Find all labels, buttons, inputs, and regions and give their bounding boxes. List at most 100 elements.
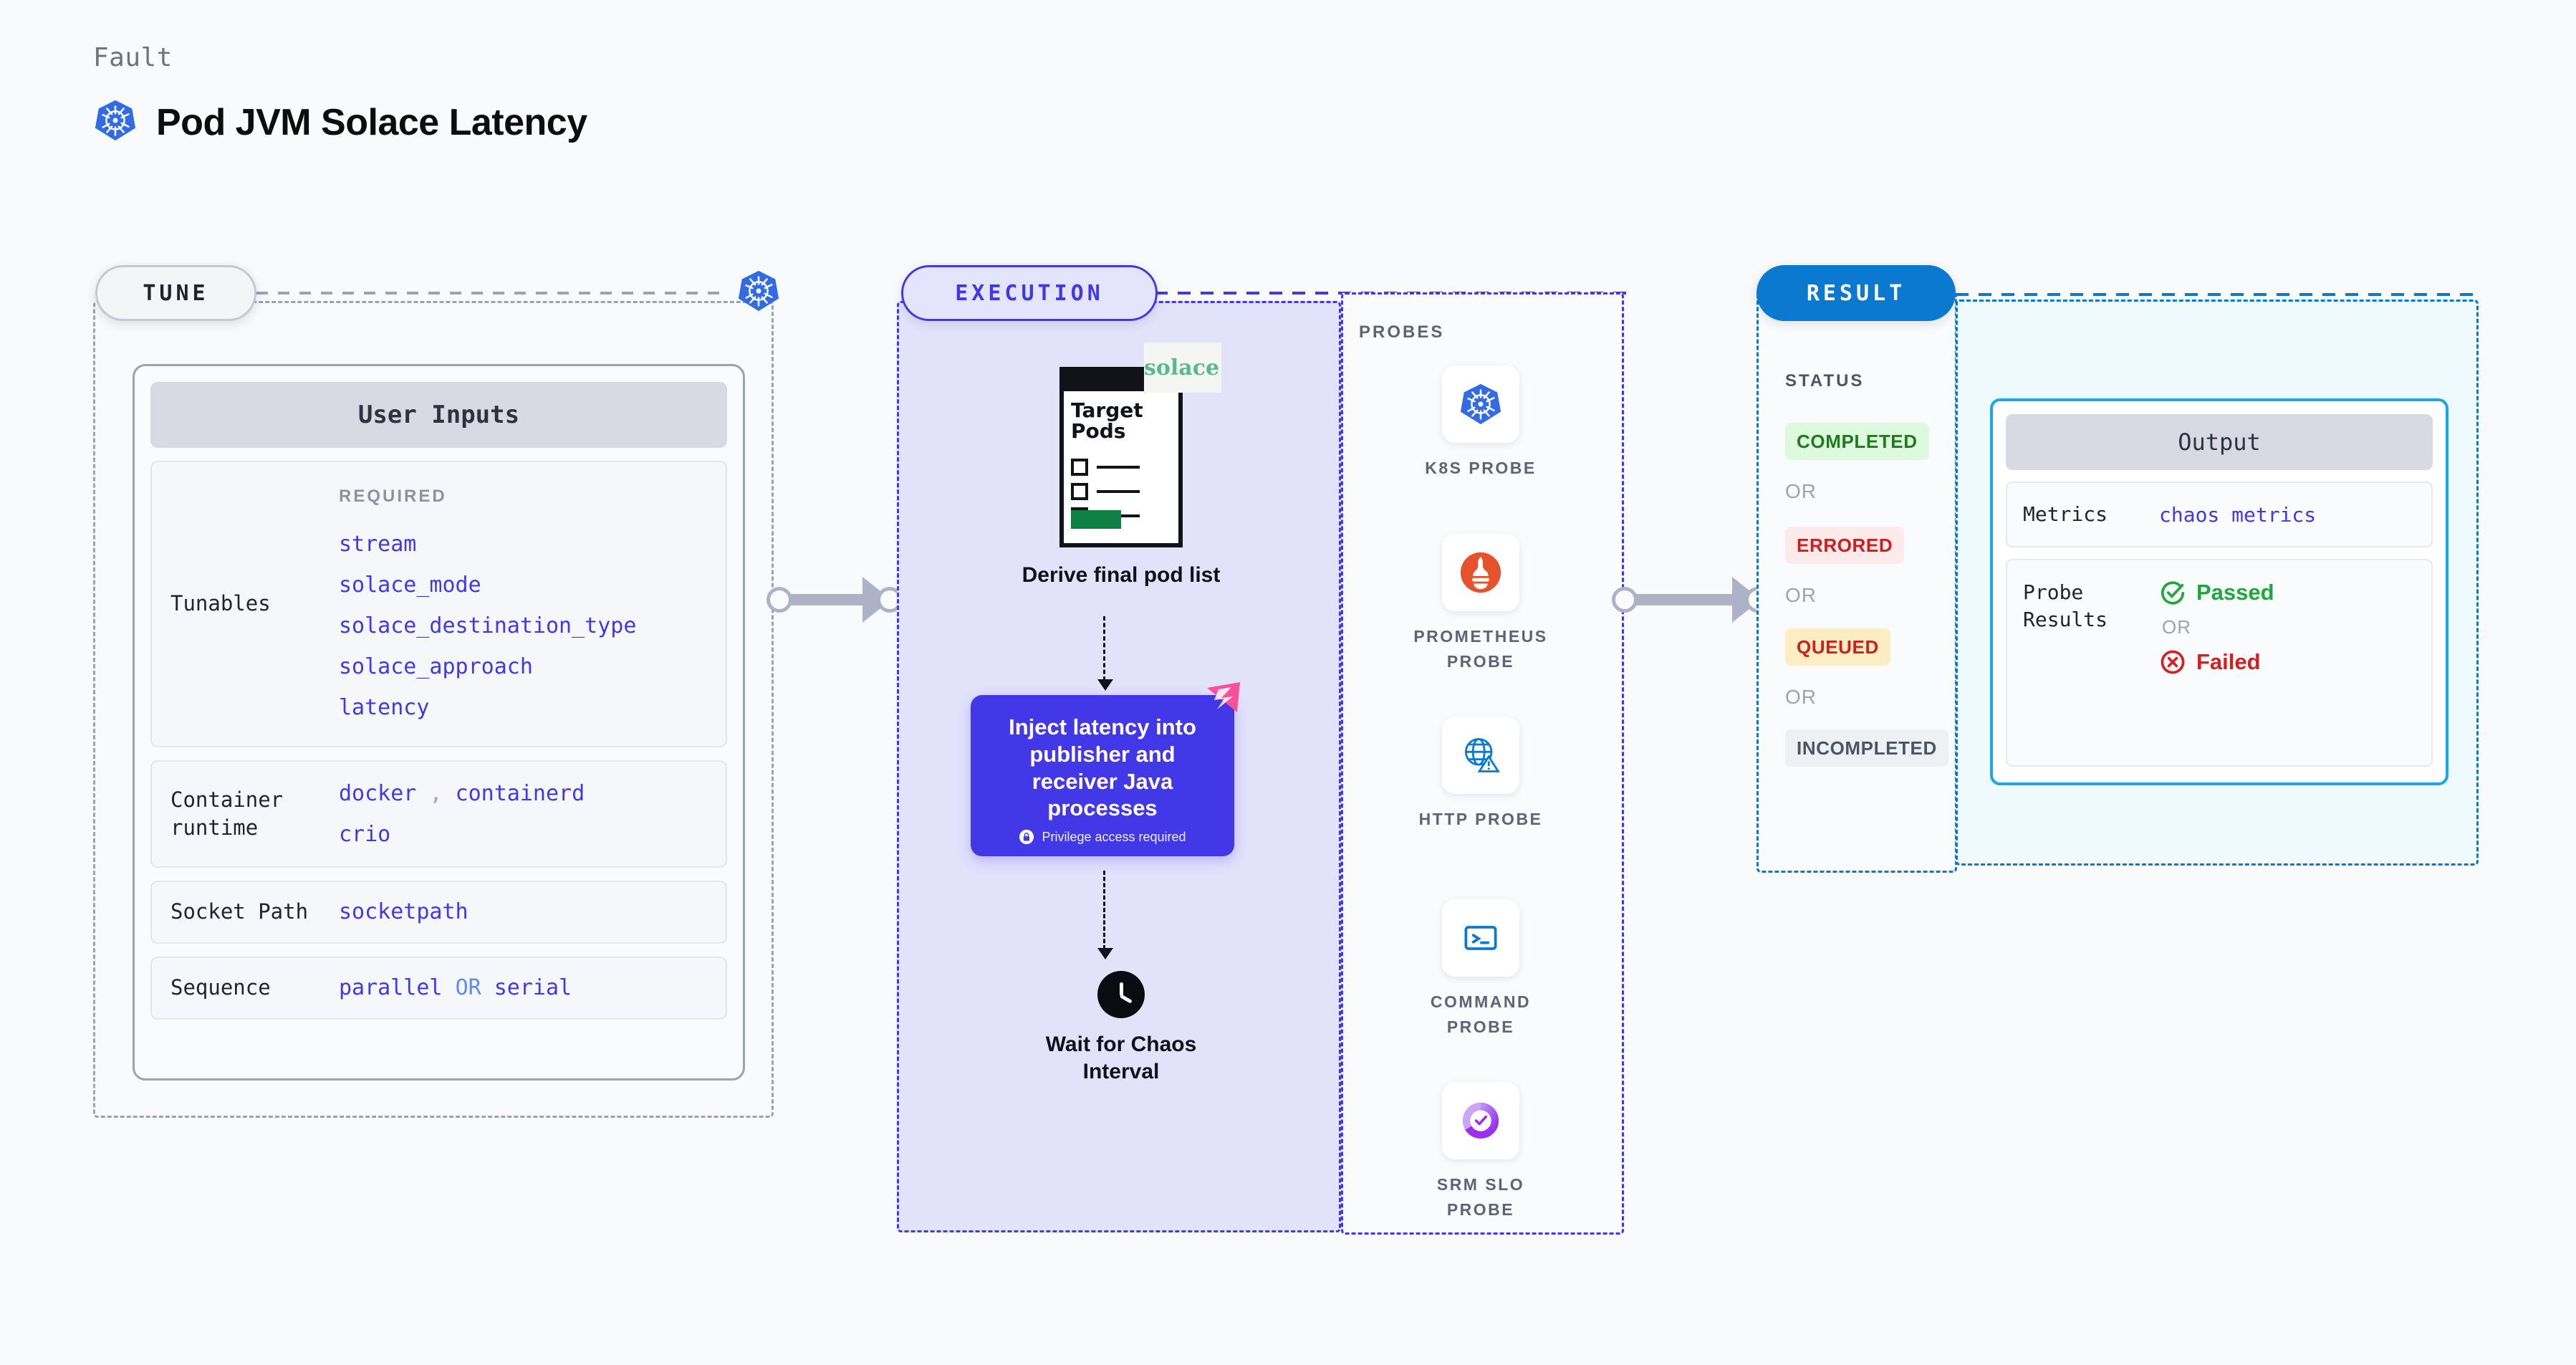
probe-results-label-text: Probe Results	[2023, 580, 2108, 631]
failed-label: Failed	[2196, 649, 2261, 674]
title-row: Pod JVM Solace Latency	[93, 98, 587, 146]
http-globe-warning-icon	[1442, 717, 1519, 794]
litmus-ribbon-icon	[1207, 682, 1240, 712]
required-heading: REQUIRED	[339, 486, 447, 506]
wait-caption: Wait for Chaos Interval	[1006, 1031, 1236, 1085]
table-row: Sequence parallel OR serial	[150, 957, 727, 1020]
row-values-sequence: parallel OR serial	[339, 975, 707, 1001]
row-values-tunables: REQUIRED stream solace_mode solace_desti…	[339, 480, 707, 729]
status-badge: QUEUED	[1785, 628, 1890, 666]
tune-connector-line	[256, 292, 722, 294]
execution-pill[interactable]: EXECUTION	[901, 265, 1158, 321]
page-header: Fault Pod JV	[93, 43, 587, 146]
kubernetes-icon	[736, 269, 781, 317]
row-values-container-runtime: docker , containerd crio	[339, 773, 707, 855]
status-badge: COMPLETED	[1785, 423, 1929, 460]
row-values-socket-path: socketpath	[339, 899, 707, 925]
page-title: Pod JVM Solace Latency	[156, 101, 587, 143]
inject-latency-step[interactable]: Inject latency into publisher and receiv…	[971, 682, 1240, 856]
privilege-note: Privilege access required	[986, 829, 1219, 845]
probe-label: K8S PROBE	[1425, 459, 1537, 477]
probe-label: PROMETHEUS PROBE	[1413, 627, 1548, 671]
lock-icon	[1019, 830, 1034, 845]
target-pods-document-icon: Target Pods solace	[1059, 343, 1221, 547]
probe-result-passed: Passed	[2159, 579, 2274, 606]
table-row: Metrics chaos metrics	[2006, 482, 2433, 547]
privilege-note-text: Privilege access required	[1042, 829, 1186, 844]
probe-item-prometheus[interactable]: PROMETHEUS PROBE	[1409, 534, 1552, 674]
or-text: OR	[2162, 616, 2191, 638]
execution-pill-label: EXECUTION	[955, 280, 1104, 306]
solace-logo: solace	[1144, 343, 1221, 393]
row-label-sequence: Sequence	[170, 975, 271, 1000]
status-label: STATUS	[1785, 371, 1865, 391]
flow-arrow-down-1	[1097, 616, 1113, 691]
inject-title: Inject latency into publisher and receiv…	[1009, 714, 1196, 821]
user-inputs-card: User Inputs Tunables REQUIRED stream sol…	[133, 364, 745, 1081]
sequence-value[interactable]: parallel	[339, 975, 443, 1000]
flow-arrow-down-2	[1097, 871, 1113, 959]
probe-results-values: Passed OR Failed	[2159, 579, 2274, 676]
table-row: Socket Path socketpath	[150, 881, 727, 944]
status-badge-label: COMPLETED	[1797, 430, 1918, 452]
connector-execution-to-result	[1612, 577, 1777, 623]
probe-result-failed: Failed	[2159, 648, 2274, 676]
socket-path-value[interactable]: socketpath	[339, 899, 468, 924]
solace-logo-text: solace	[1143, 355, 1220, 380]
status-badge: ERRORED	[1785, 527, 1905, 564]
or-text: OR	[1785, 584, 1817, 606]
probe-label: SRM SLO PROBE	[1436, 1175, 1525, 1219]
clock-icon	[1097, 971, 1145, 1018]
prometheus-icon	[1442, 534, 1519, 611]
sequence-value[interactable]: serial	[494, 975, 572, 1000]
or-text: OR	[1785, 686, 1817, 708]
tunable-item[interactable]: latency	[339, 695, 430, 721]
check-circle-icon	[2161, 581, 2185, 605]
probe-label: COMMAND PROBE	[1430, 992, 1532, 1036]
probe-item-k8s[interactable]: K8S PROBE	[1409, 365, 1552, 481]
tune-pill-label: TUNE	[143, 280, 209, 306]
x-circle-icon	[2161, 650, 2185, 674]
metrics-label: Metrics	[2023, 502, 2108, 527]
probe-item-srm-slo[interactable]: SRM SLO PROBE	[1409, 1082, 1552, 1222]
doc-title-line1: Target	[1071, 398, 1143, 422]
runtime-value[interactable]: docker	[339, 781, 417, 806]
wait-caption-line2: Interval	[1082, 1059, 1160, 1083]
passed-label: Passed	[2196, 580, 2274, 605]
kubernetes-icon	[1442, 365, 1519, 443]
table-row: Tunables REQUIRED stream solace_mode sol…	[150, 461, 727, 747]
output-card: Output Metrics chaos metrics Probe Resul…	[1990, 398, 2448, 785]
runtime-value[interactable]: containerd	[455, 781, 585, 806]
probe-item-command[interactable]: COMMAND PROBE	[1409, 899, 1552, 1039]
wait-caption-line1: Wait for Chaos	[1045, 1033, 1197, 1056]
tunable-item[interactable]: solace_mode	[339, 573, 481, 598]
user-inputs-header: User Inputs	[150, 382, 727, 448]
tunable-item[interactable]: stream	[339, 532, 417, 557]
metrics-value[interactable]: chaos metrics	[2159, 502, 2317, 527]
tunable-item[interactable]: solace_approach	[339, 654, 533, 680]
derive-caption: Derive final pod list	[1022, 563, 1221, 587]
result-stage	[1756, 292, 1957, 873]
value-separator: ,	[429, 781, 443, 806]
derive-pod-list-block: Target Pods solace Derive final pod list	[1006, 343, 1236, 588]
result-pill[interactable]: RESULT	[1756, 265, 1956, 321]
table-row: Probe Results Passed OR Failed	[2006, 559, 2433, 767]
table-row: Container runtime docker , containerd cr…	[150, 760, 727, 868]
doc-title-line2: Pods	[1071, 419, 1126, 444]
result-connector-line	[1956, 293, 2482, 296]
eyebrow-label: Fault	[93, 43, 173, 72]
or-text: OR	[1785, 480, 1817, 502]
kubernetes-icon	[93, 98, 138, 146]
connector-tune-to-execution	[766, 577, 903, 623]
row-label-socket-path: Socket Path	[170, 899, 309, 924]
tune-stage	[93, 301, 774, 1118]
tunable-item[interactable]: solace_destination_type	[339, 613, 637, 639]
wait-for-chaos-interval-block: Wait for Chaos Interval	[1006, 971, 1236, 1085]
sequence-or-keyword: OR	[455, 975, 481, 1000]
srm-slo-icon	[1442, 1082, 1519, 1159]
runtime-value[interactable]: crio	[339, 822, 391, 847]
tune-pill[interactable]: TUNE	[95, 265, 256, 321]
status-badge: INCOMPLETED	[1785, 729, 1948, 767]
output-header: Output	[2006, 414, 2433, 470]
probe-item-http[interactable]: HTTP PROBE	[1409, 717, 1552, 832]
